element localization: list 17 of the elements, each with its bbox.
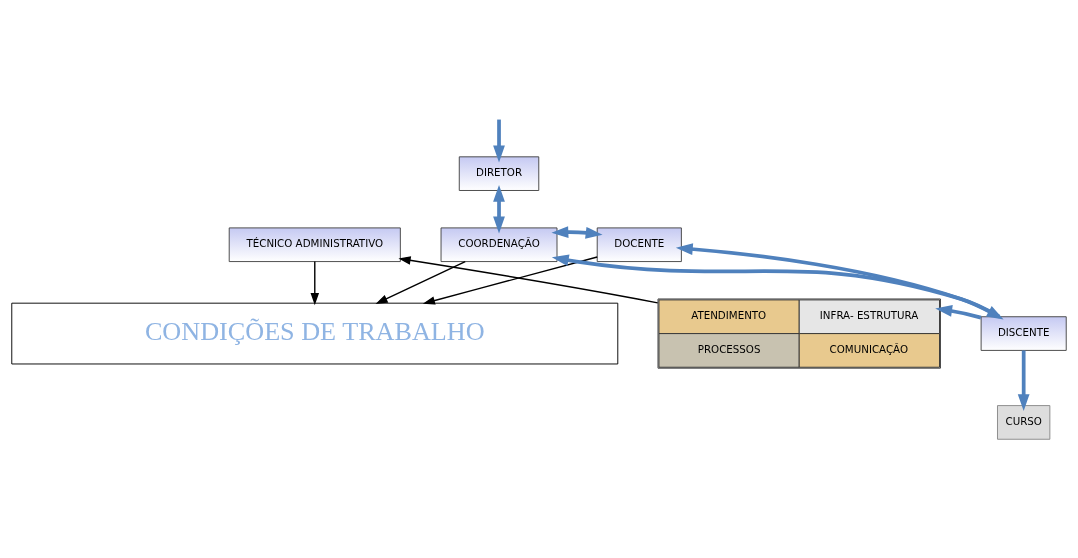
arrow xyxy=(493,184,505,234)
arrow xyxy=(310,260,320,306)
node-box: CONDIÇÕES DE TRABALHO xyxy=(11,302,619,365)
arrow xyxy=(935,305,982,320)
arrow xyxy=(422,256,598,305)
arrow xyxy=(493,119,505,163)
arrow xyxy=(1017,350,1030,411)
arrow xyxy=(375,260,466,304)
node-box: COORDENAÇÃO xyxy=(440,227,558,263)
arrow xyxy=(398,256,659,304)
arrow xyxy=(551,226,603,239)
node-box: DIRETOR xyxy=(458,156,540,191)
arrow xyxy=(551,254,1001,319)
node-box: DISCENTE xyxy=(980,316,1067,351)
node-box: DOCENTE xyxy=(596,227,682,263)
node-box: TÉCNICO ADMINISTRATIVO xyxy=(228,227,401,263)
node-box: CURSO xyxy=(997,405,1051,440)
